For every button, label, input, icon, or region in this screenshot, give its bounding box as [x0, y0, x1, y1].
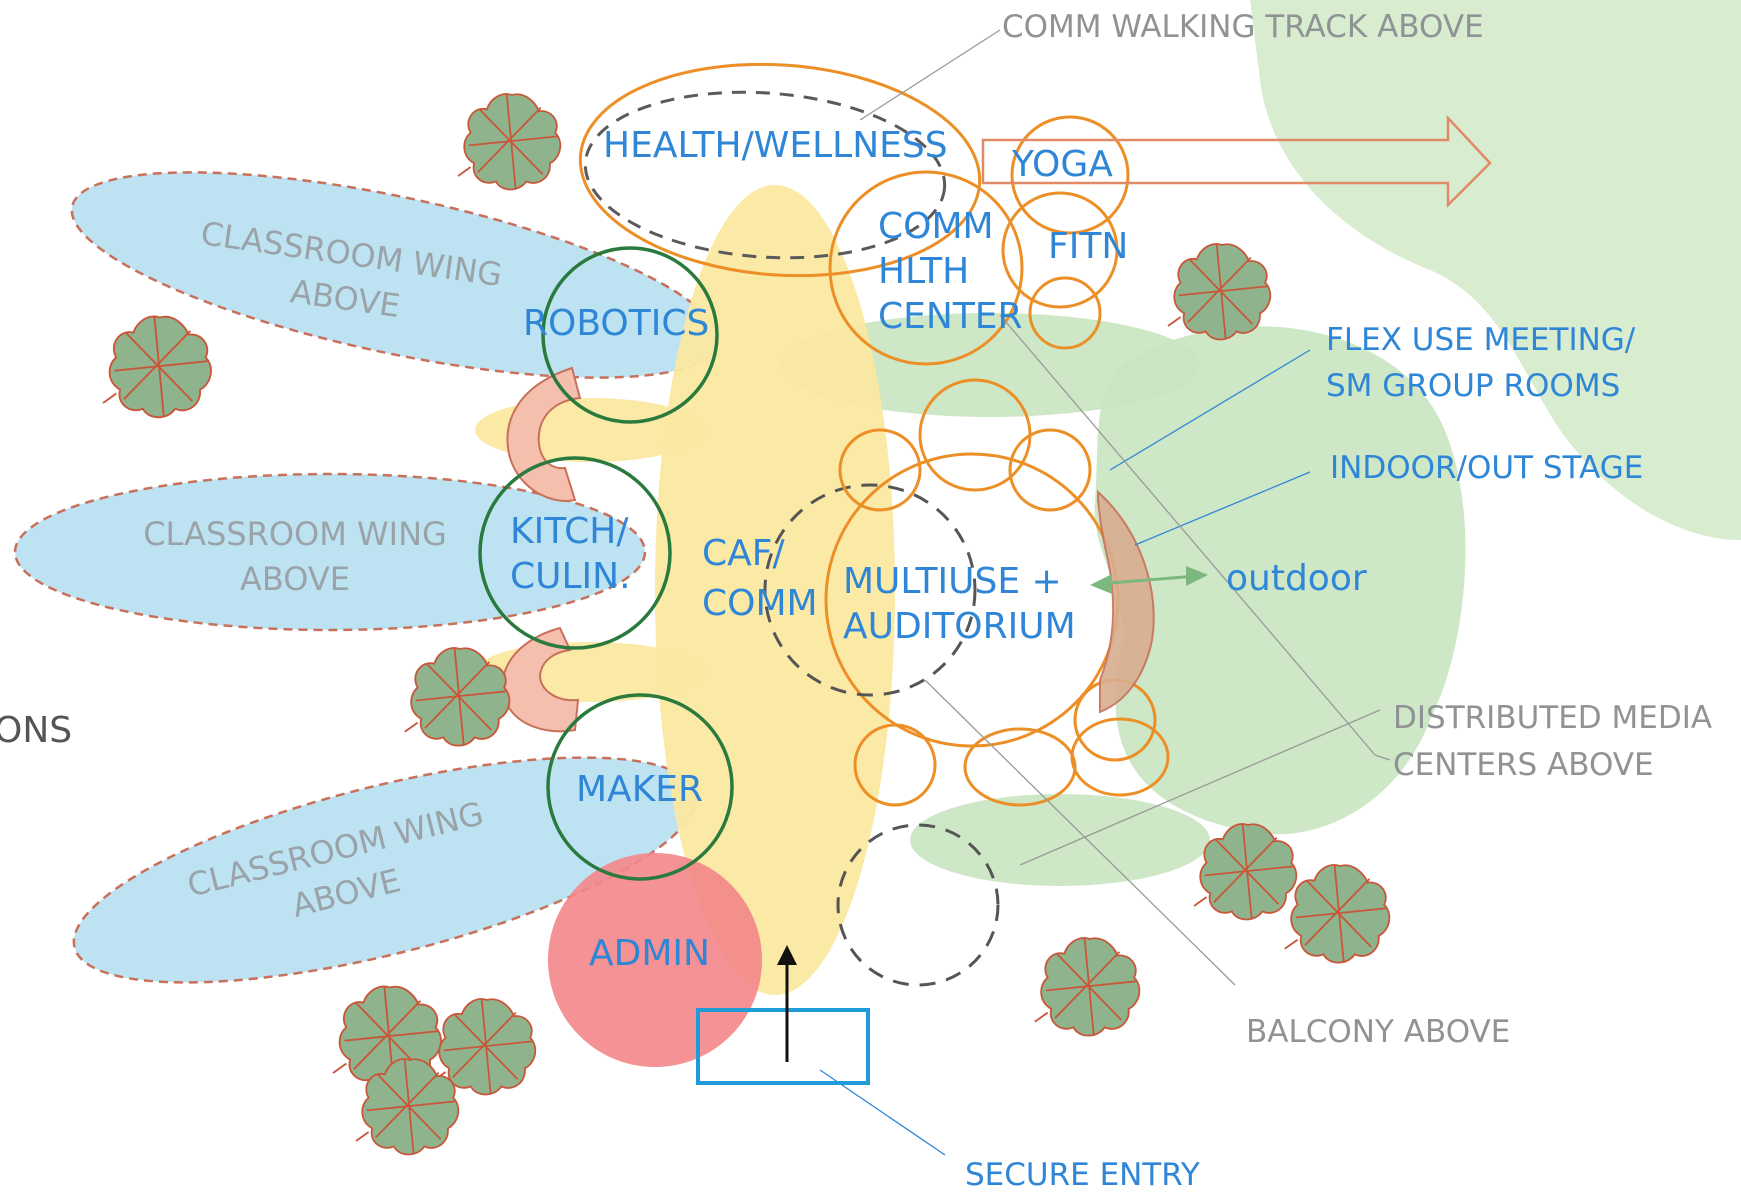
secure-entry-marker [696, 945, 870, 1085]
label-comm-line3: CENTER [878, 296, 1023, 337]
landscape-top-right [1250, 0, 1741, 540]
connector-lower [501, 626, 580, 733]
label-comm-line1: COMM [878, 206, 994, 247]
media-center-lower [910, 794, 1210, 886]
robotics-circle [541, 246, 719, 424]
label-fitn: FITN [1048, 226, 1128, 267]
callout-media-line2: CENTERS ABOVE [1393, 747, 1654, 783]
outdoor-lawn [1094, 326, 1466, 835]
maker-circle [546, 693, 734, 881]
tree-symbol [1033, 936, 1141, 1037]
space-labels: HEALTH/WELLNESS YOGA COMM HLTH CENTER FI… [510, 125, 1367, 974]
tree-symbol [102, 314, 212, 419]
callout-secure-entry: SECURE ENTRY [965, 1157, 1200, 1192]
health-wellness-zone [578, 62, 982, 278]
landscape-zones [780, 0, 1741, 886]
label-caf-line1: CAF/ [702, 533, 785, 574]
indoor-out-stage [1097, 489, 1155, 714]
label-caf-line2: COMM [702, 583, 818, 624]
callout-media-line1: DISTRIBUTED MEDIA [1393, 700, 1712, 736]
stage-zone [763, 483, 977, 697]
label-outdoor: outdoor [1226, 558, 1367, 599]
balcony-zone [836, 823, 1000, 987]
yoga-outdoor-arrow [981, 114, 1492, 209]
label-multiuse-line2: AUDITORIUM [843, 606, 1076, 647]
health-wellness-cluster [578, 62, 1130, 366]
callout-balcony-above: BALCONY ABOVE [1246, 1014, 1510, 1050]
media-center-upper [780, 313, 1200, 417]
callout-indoor-out-stage: INDOOR/OUT STAGE [1330, 450, 1643, 486]
callout-flex-use-line1: FLEX USE MEETING/ [1326, 322, 1636, 358]
kitchen-culinary-circle [478, 456, 672, 650]
label-maker: MAKER [576, 769, 703, 810]
tree-symbol [1167, 242, 1272, 341]
label-admin: ADMIN [589, 933, 710, 974]
label-kitch-line2: CULIN. [510, 556, 631, 597]
label-wing-middle-line2: ABOVE [240, 560, 350, 598]
entry-arrow-icon [777, 945, 797, 965]
outdoor-connection-arrow [1090, 566, 1208, 594]
edge-fragment-text: ONS [0, 710, 72, 751]
tree-symbol [1283, 863, 1391, 964]
label-comm-line2: HLTH [878, 251, 969, 292]
label-multiuse-line1: MULTIUSE + [843, 561, 1062, 602]
label-wing-middle-line1: CLASSROOM WING [143, 515, 447, 553]
program-circles [478, 246, 734, 881]
auditorium-cluster [763, 378, 1170, 987]
label-health-wellness: HEALTH/WELLNESS [603, 125, 948, 166]
callout-labels: COMM WALKING TRACK ABOVE FLEX USE MEETIN… [0, 9, 1712, 1192]
wing-connectors [501, 366, 582, 733]
label-yoga: YOGA [1011, 144, 1113, 185]
connector-upper [506, 366, 582, 502]
callout-flex-use-line2: SM GROUP ROOMS [1326, 368, 1620, 404]
admin-zone [548, 853, 762, 1067]
callout-leader-lines [819, 29, 1391, 1156]
label-kitch-line1: KITCH/ [510, 511, 629, 552]
secure-entry-box [696, 1008, 870, 1085]
walking-track-above [583, 90, 947, 260]
callout-walking-track: COMM WALKING TRACK ABOVE [1002, 9, 1484, 45]
label-robotics: ROBOTICS [523, 303, 709, 344]
tree-symbol [457, 92, 562, 191]
